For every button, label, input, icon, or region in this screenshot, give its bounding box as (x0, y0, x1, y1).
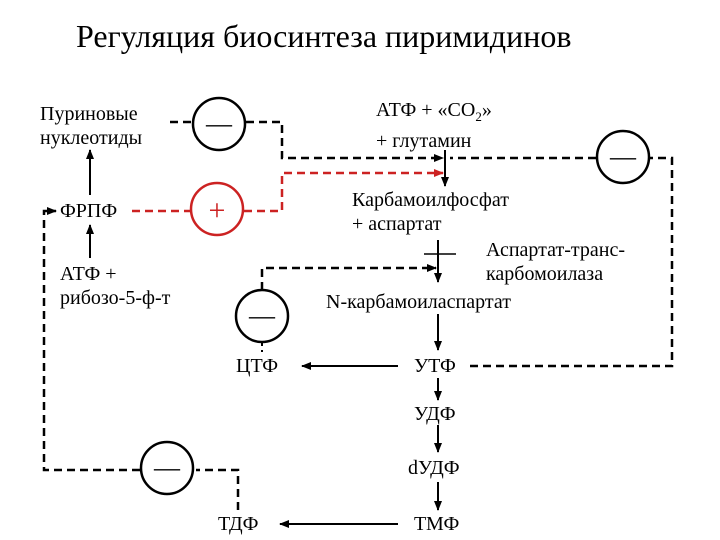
substrate-line1: АТФ + «СО2» (376, 98, 492, 129)
enzyme-line1: Аспартат-транс- (486, 239, 625, 261)
frpf-activation-line-target (244, 169, 444, 213)
tdf-label: ТДФ (218, 513, 259, 535)
purine-inhibition-line (246, 120, 444, 162)
udf-label: УДФ (414, 403, 456, 425)
purine-nucleotides-label: Пуриновые нуклеотиды (40, 102, 142, 150)
co2-subscript: 2 (475, 109, 482, 124)
carbamoyl-line2: + аспартат (352, 213, 442, 235)
frpf-plus-circle: + (189, 181, 245, 237)
minus-sign: — (153, 453, 181, 482)
atf-line1: АТФ + (60, 263, 117, 285)
carbamoyl-line1: Карбамоилфосфат (352, 189, 509, 211)
dudf-label: dУДФ (408, 457, 460, 479)
minus-sign: — (248, 301, 276, 330)
purine-line1: Пуриновые (40, 103, 138, 125)
substrate-line1-tail: » (481, 99, 492, 121)
purine-line2: нуклеотиды (40, 127, 143, 149)
tmf-label: ТМФ (414, 513, 460, 535)
minus-sign: — (609, 142, 637, 171)
utf-loop-line (470, 156, 674, 368)
tdf-inhibition-line (42, 207, 140, 472)
carbamoylphosphate-label: Карбамоилфосфат + аспартат (352, 188, 509, 236)
page-title: Регуляция биосинтеза пиримидинов (76, 18, 572, 54)
tdf-minus-circle: — (139, 440, 195, 496)
minus-sign: — (205, 109, 233, 138)
tdf-feedback-line (196, 468, 240, 510)
utf-label: УТФ (414, 355, 456, 377)
purine-minus-circle: — (191, 96, 247, 152)
ctf-inhibition-line (260, 264, 437, 290)
substrate-label: АТФ + «СО2» + глутамин (376, 98, 492, 153)
substrate-line1-text: АТФ + «СО (376, 99, 476, 121)
atf-ribose-label: АТФ + рибозо-5-ф-т (60, 262, 170, 310)
ctf-label: ЦТФ (236, 355, 279, 377)
ctf-minus-circle: — (234, 288, 290, 344)
atf-line2: рибозо-5-ф-т (60, 287, 171, 309)
plus-sign: + (209, 194, 226, 227)
enzyme-line2: карбомоилаза (486, 263, 604, 285)
frpf-label: ФРПФ (60, 200, 118, 222)
n-carbamoylaspartate-label: N-карбамоиласпартат (326, 291, 511, 313)
enzyme-label: Аспартат-транс- карбомоилаза (486, 238, 625, 286)
utf-minus-circle: — (595, 129, 651, 185)
substrate-line2: + глутамин (376, 130, 472, 152)
